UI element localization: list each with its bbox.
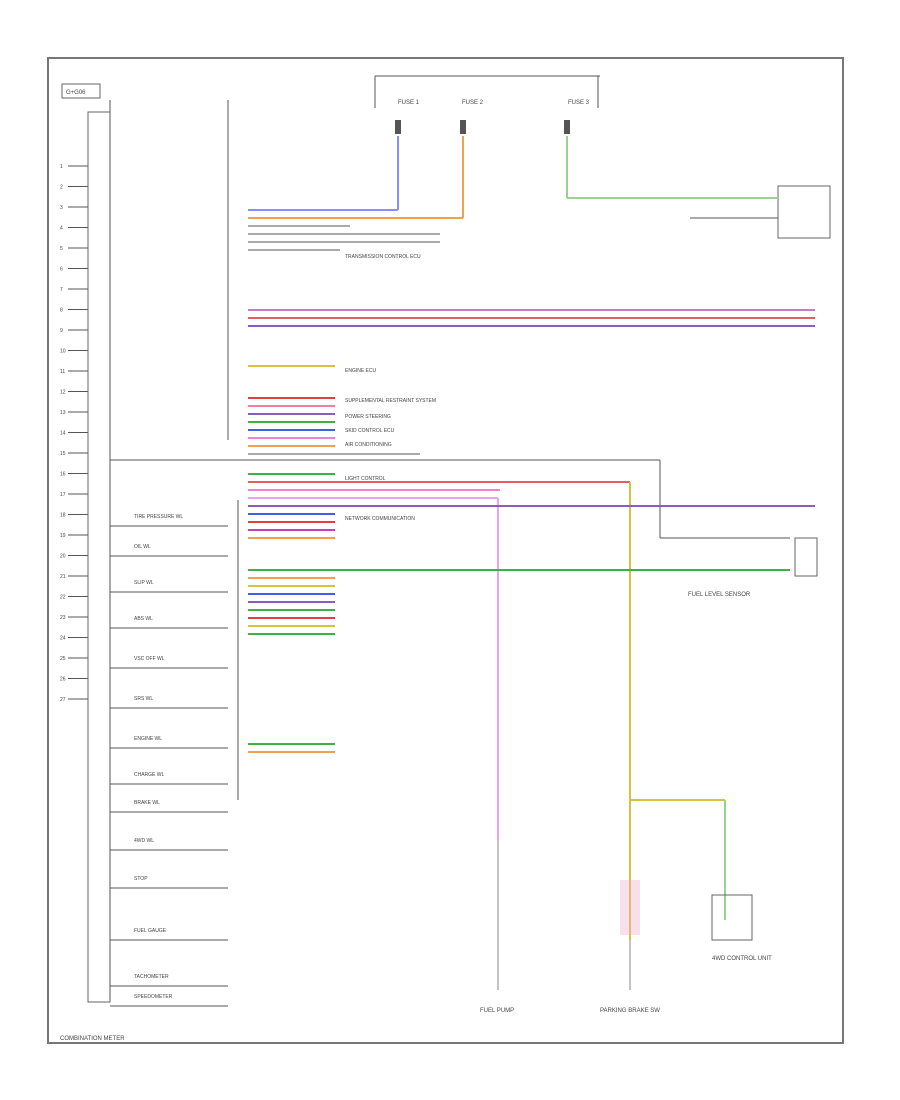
- left-pin-label: 20: [60, 554, 66, 560]
- meter-sections: TIRE PRESSURE WL OIL WL SLIP WL ABS WL VSC O…: [110, 514, 228, 1007]
- left-pin-label: 12: [60, 390, 66, 396]
- left-pin-label: 27: [60, 697, 66, 703]
- system-label: AIR CONDITIONING: [345, 442, 392, 448]
- system-label: ENGINE ECU: [345, 368, 377, 374]
- meter-section-label: 4WD WL: [134, 838, 154, 844]
- fuse-label-2: FUSE 2: [462, 100, 484, 106]
- system-label: NETWORK COMMUNICATION: [345, 516, 415, 522]
- left-pin-label: 21: [60, 574, 66, 580]
- meter-section-label: CHARGE WL: [134, 772, 165, 778]
- left-pin-label: 1: [60, 164, 63, 170]
- meter-section-label: TACHOMETER: [134, 974, 169, 980]
- meter-section-label: SLIP WL: [134, 580, 154, 586]
- left-pin-label: 22: [60, 595, 66, 601]
- left-pin-label: 23: [60, 615, 66, 621]
- left-pin-label: 16: [60, 472, 66, 478]
- left-pin-label: 9: [60, 328, 63, 334]
- mid-wire-bundle: [110, 365, 815, 940]
- left-pin-label: 17: [60, 492, 66, 498]
- meter-section-label: TIRE PRESSURE WL: [134, 514, 183, 520]
- meter-section-label: VSC OFF WL: [134, 656, 165, 662]
- left-pin-label: 26: [60, 677, 66, 683]
- left-pin-label: 25: [60, 656, 66, 662]
- lower-wire-bundle: [248, 569, 790, 753]
- ground-label: G+G06: [66, 90, 86, 96]
- fuel-level-component: [794, 537, 818, 577]
- left-pin-label: 13: [60, 410, 66, 416]
- left-pin-label: 4: [60, 226, 63, 232]
- meter-section-label: SPEEDOMETER: [134, 994, 173, 1000]
- left-pin-label: 2: [60, 185, 63, 191]
- left-pin-label: 10: [60, 349, 66, 355]
- meter-section-label: BRAKE WL: [134, 800, 160, 806]
- meter-section-label: FUEL GAUGE: [134, 928, 167, 934]
- fuse-label-3: FUSE 3: [568, 100, 590, 106]
- fuse-label-1: FUSE 1: [398, 100, 420, 106]
- left-pin-label: 19: [60, 533, 66, 539]
- system-label: TRANSMISSION CONTROL ECU: [345, 254, 421, 260]
- bottom-components: [497, 537, 818, 990]
- meter-section-label: ABS WL: [134, 616, 153, 622]
- diagram-frame: [47, 57, 844, 1044]
- right-bus-wires: [248, 309, 815, 327]
- left-pin-label: 24: [60, 636, 66, 642]
- left-pin-column: 1234567891011121314151617181920212223242…: [60, 164, 88, 703]
- meter-section-label: ENGINE WL: [134, 736, 162, 742]
- fuel-sensor-label: FUEL LEVEL SENSOR: [688, 592, 751, 598]
- system-label: LIGHT CONTROL: [345, 476, 386, 482]
- meter-section-label: STOP: [134, 876, 148, 882]
- left-pin-label: 18: [60, 513, 66, 519]
- meter-block: [87, 111, 111, 1003]
- meter-section-label: OIL WL: [134, 544, 151, 550]
- upper-wire-bundle: [248, 209, 464, 251]
- left-pin-label: 7: [60, 287, 63, 293]
- four-wd-label: 4WD CONTROL UNIT: [712, 956, 772, 962]
- left-pin-label: 3: [60, 205, 63, 211]
- system-labels: TRANSMISSION CONTROL ECU ENGINE ECU SUPPLE…: [345, 254, 436, 522]
- meter-section-label: SRS WL: [134, 696, 153, 702]
- left-pin-label: 5: [60, 246, 63, 252]
- system-label: SUPPLEMENTAL RESTRAINT SYSTEM: [345, 398, 436, 404]
- system-label: SKID CONTROL ECU: [345, 428, 395, 434]
- upper-right-component: [777, 185, 831, 239]
- left-pin-label: 11: [60, 369, 65, 375]
- left-pin-label: 6: [60, 267, 63, 273]
- fuel-pump-label: FUEL PUMP: [480, 1008, 514, 1014]
- left-pin-label: 15: [60, 451, 66, 457]
- title-block: COMBINATION METER: [60, 1036, 125, 1042]
- parking-brake-label: PARKING BRAKE SW: [600, 1008, 660, 1014]
- top-fuse-area: FUSE 1 FUSE 2 FUSE 3: [374, 75, 600, 212]
- meter-header-box: [61, 83, 101, 99]
- four-wd-branch: [630, 799, 753, 941]
- left-pin-label: 8: [60, 308, 63, 314]
- left-pin-label: 14: [60, 431, 66, 437]
- system-label: POWER STEERING: [345, 414, 391, 420]
